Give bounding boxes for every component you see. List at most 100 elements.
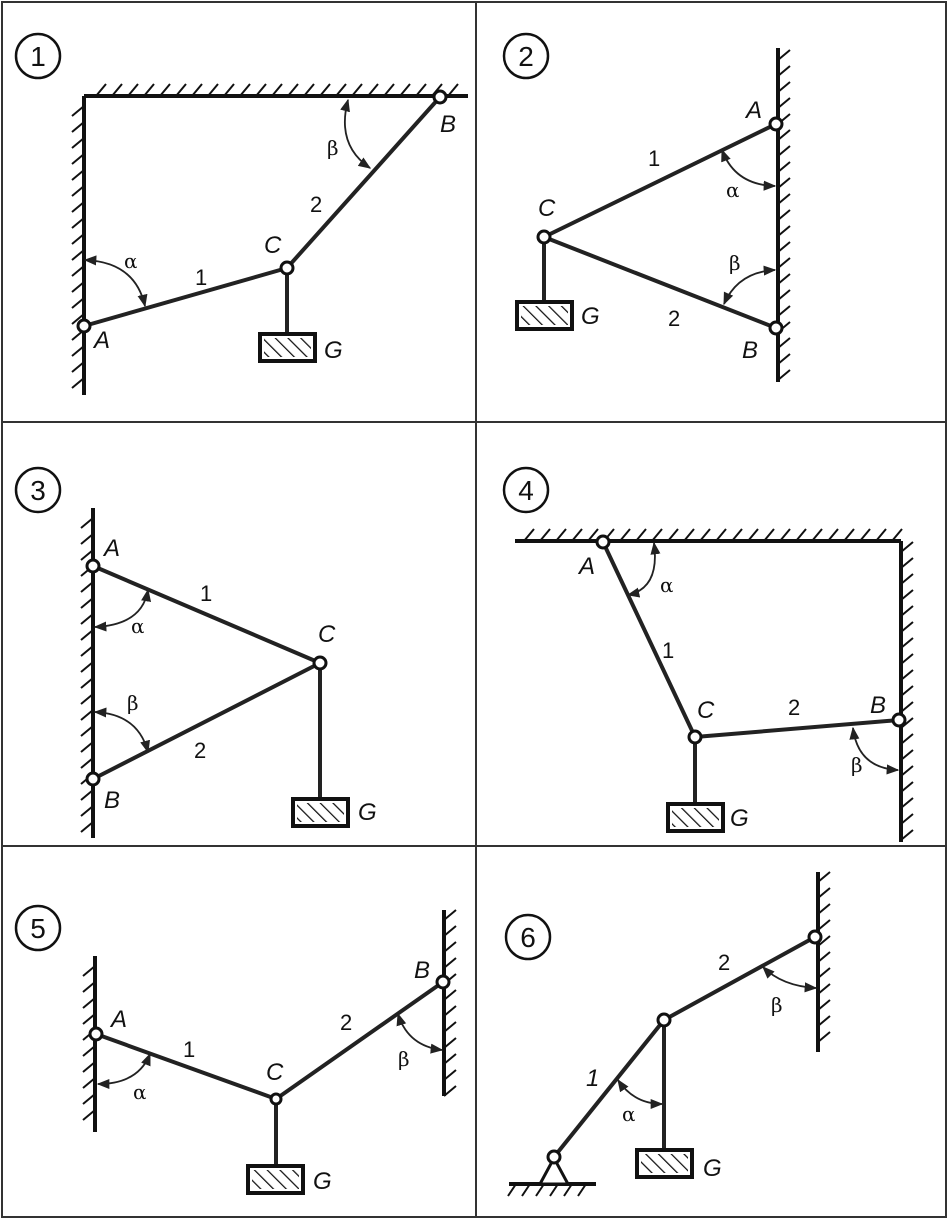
label-a: A (92, 327, 110, 354)
label-a: A (577, 553, 595, 580)
label-c: C (697, 697, 715, 724)
ceiling-support (84, 83, 468, 98)
rod-1 (82, 266, 289, 328)
joint-pin (546, 1149, 562, 1165)
label-rod-1: 1 (195, 265, 207, 290)
rod-2 (285, 95, 442, 270)
joint-a (76, 318, 92, 334)
angle-beta-arc (340, 98, 372, 169)
label-alpha: α (726, 178, 740, 202)
left-wall-support (71, 96, 86, 395)
label-rod-1: 1 (200, 581, 212, 606)
joint-c (536, 229, 552, 245)
label-alpha: α (124, 249, 138, 273)
label-c: C (266, 1059, 284, 1086)
angle-beta-arc (723, 265, 777, 306)
panel-4: 4 A B C G 1 2 α β (502, 466, 914, 842)
label-beta: β (398, 1047, 410, 1071)
rod-1 (91, 564, 322, 665)
label-beta: β (851, 753, 863, 777)
label-rod-2: 2 (788, 695, 800, 720)
angle-alpha-arc (96, 1052, 151, 1090)
panel-2: 2 A B C G 1 2 α β (502, 32, 791, 382)
weight-hatch (252, 1170, 299, 1189)
label-beta: β (327, 136, 339, 160)
panel-3: 3 A B C G 1 2 α β (14, 466, 377, 838)
left-wall-support (80, 508, 95, 838)
pin-support (507, 1154, 596, 1197)
panel-number-badge: 2 (502, 32, 550, 80)
svg-text:5: 5 (30, 913, 46, 944)
rod-2 (662, 935, 817, 1022)
label-g: G (730, 805, 749, 832)
rod-1 (542, 122, 778, 239)
joint-b (432, 89, 448, 105)
svg-text:1: 1 (30, 41, 46, 72)
rod-2 (274, 980, 445, 1101)
angle-beta-arc (849, 726, 900, 775)
joint-c (687, 729, 703, 745)
ceiling-support (515, 528, 903, 543)
weight-hatch (672, 808, 719, 827)
weight-hatch (641, 1154, 688, 1173)
right-wall-support (442, 909, 457, 1097)
label-alpha: α (131, 614, 145, 638)
label-c: C (538, 195, 556, 222)
label-rod-1: 1 (586, 1065, 599, 1092)
label-rod-2: 2 (310, 192, 322, 217)
label-alpha: α (622, 1102, 636, 1126)
label-a: A (102, 535, 120, 562)
joint-b (768, 320, 784, 336)
svg-text:6: 6 (520, 922, 536, 953)
rod-1 (552, 1018, 666, 1159)
rod-1 (601, 540, 697, 739)
label-g: G (313, 1168, 332, 1195)
label-beta: β (771, 993, 783, 1017)
joint-a (595, 534, 611, 550)
label-rod-1: 1 (662, 638, 674, 663)
joint-a (768, 116, 784, 132)
label-alpha: α (660, 573, 674, 597)
label-a: A (744, 97, 762, 124)
label-c: C (318, 621, 336, 648)
label-rod-2: 2 (340, 1010, 352, 1035)
label-g: G (703, 1155, 722, 1182)
rod-2 (542, 235, 778, 330)
panel-number-badge: 3 (14, 466, 62, 514)
label-beta: β (127, 691, 139, 715)
label-rod-2: 2 (718, 950, 730, 975)
rod-2 (91, 661, 322, 781)
weight-hatch (521, 306, 568, 325)
panel-number-badge: 4 (502, 466, 550, 514)
panel-5: 5 A B C G 1 2 α β (14, 904, 457, 1195)
panel-number-badge: 1 (14, 32, 62, 80)
rod-2 (693, 718, 901, 739)
joint-b (435, 974, 451, 990)
right-wall-support (816, 871, 831, 1052)
rod-1 (94, 1032, 278, 1101)
joint-b (85, 771, 101, 787)
svg-text:4: 4 (518, 475, 534, 506)
label-g: G (324, 337, 343, 364)
label-rod-1: 1 (648, 146, 660, 171)
joint-c (312, 655, 328, 671)
weight-hatch (297, 803, 344, 822)
panel-1: 1 A B C G 1 2 α β (14, 32, 468, 395)
joint-a (85, 558, 101, 574)
joint-c (269, 1092, 283, 1106)
label-beta: β (729, 251, 741, 275)
label-rod-2: 2 (194, 738, 206, 763)
angle-beta-arc (396, 1012, 444, 1054)
label-b: B (742, 337, 758, 364)
joint-c (279, 260, 295, 276)
angle-alpha-arc (617, 1078, 664, 1110)
svg-text:2: 2 (518, 41, 534, 72)
svg-text:3: 3 (30, 475, 46, 506)
label-b: B (870, 692, 886, 719)
angle-alpha-arc (83, 255, 148, 308)
angle-beta-arc (93, 707, 150, 754)
label-g: G (358, 799, 377, 826)
joint-a (88, 1026, 104, 1042)
